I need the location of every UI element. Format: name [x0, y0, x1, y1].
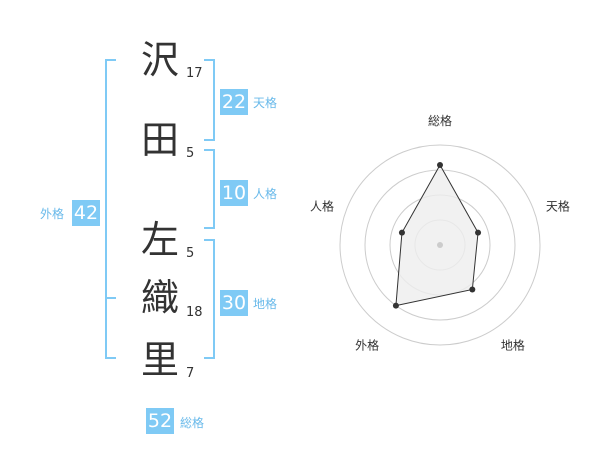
- gai-kaku-box: 42: [72, 200, 100, 226]
- name-char-5: 里: [140, 338, 179, 382]
- chi-kaku-box: 30: [220, 290, 248, 316]
- chi-bracket: [204, 239, 215, 359]
- stroke-count-4: 18: [186, 305, 203, 320]
- jin-bracket: [204, 149, 215, 229]
- stroke-count-3: 5: [186, 246, 195, 261]
- stroke-count-2: 5: [186, 146, 195, 161]
- sou-kaku-label: 総格: [180, 416, 205, 430]
- gai-kaku-label: 外格: [40, 207, 65, 221]
- radar-axis-label: 地格: [501, 337, 525, 352]
- radar-center: [437, 242, 443, 248]
- name-char-1: 沢: [140, 38, 179, 82]
- radar-area: [395, 163, 479, 307]
- gai-bracket: [105, 59, 116, 359]
- radar-point: [437, 162, 443, 168]
- radar-point: [475, 229, 482, 236]
- radar-axis-label: 総格: [428, 113, 452, 128]
- name-char-2: 田: [140, 118, 179, 162]
- jin-kaku-label: 人格: [253, 187, 278, 201]
- radar-ring: [339, 144, 541, 346]
- radar-axis-label: 人格: [310, 199, 334, 214]
- sou-kaku-box: 52: [146, 408, 174, 434]
- radar-point: [398, 229, 405, 236]
- radar-axis-label: 外格: [355, 337, 379, 352]
- name-char-4: 織: [140, 276, 179, 320]
- jin-kaku-box: 10: [220, 180, 248, 206]
- ten-kaku-label: 天格: [253, 96, 278, 110]
- name-char-3: 左: [140, 218, 179, 262]
- ten-kaku-box: 22: [220, 89, 248, 115]
- chi-kaku-label: 地格: [253, 297, 278, 311]
- stroke-count-1: 17: [186, 66, 203, 81]
- radar-point: [469, 286, 476, 293]
- ten-bracket: [204, 59, 215, 141]
- radar-axis-label: 天格: [546, 199, 570, 214]
- stroke-count-5: 7: [186, 366, 195, 381]
- radar-point: [392, 302, 399, 309]
